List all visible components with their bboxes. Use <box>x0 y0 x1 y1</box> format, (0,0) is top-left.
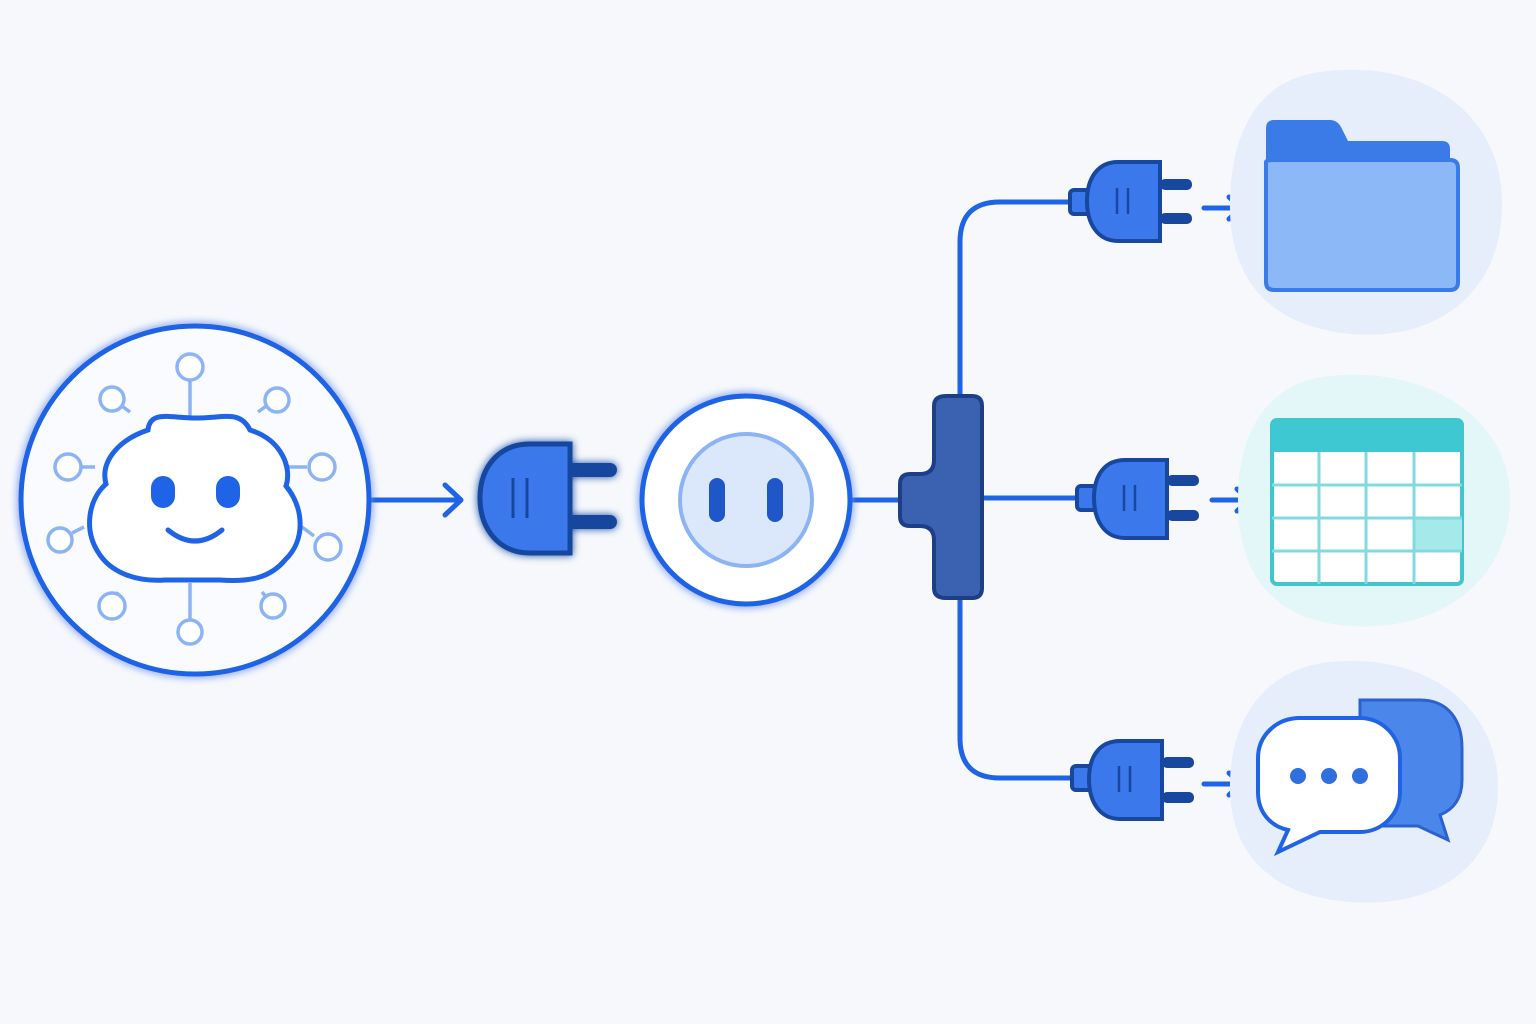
splitter-hub-icon <box>898 394 984 600</box>
arrow-right-icon <box>442 482 464 518</box>
socket-face <box>678 432 814 568</box>
folder-icon <box>1229 69 1503 335</box>
plug-prong-bottom <box>565 515 617 529</box>
socket-hole-left <box>709 478 725 522</box>
plug-body <box>477 441 573 556</box>
hub-to-plug-files-line <box>957 199 1075 401</box>
chat-bubbles-icon <box>1229 660 1499 903</box>
chat-bubble-front <box>1256 716 1402 857</box>
robot-agent-icon <box>18 323 372 677</box>
robot-head <box>87 413 303 583</box>
socket-hole-right <box>767 478 783 522</box>
robot-eye-right <box>216 476 240 508</box>
connection-lines <box>367 199 1083 781</box>
highlighted-cell <box>1414 518 1462 551</box>
plug-chat <box>1070 739 1194 821</box>
network-nodes <box>46 352 343 646</box>
power-socket-icon <box>639 393 853 607</box>
robot-eye-left <box>151 476 175 508</box>
plug-prong-top <box>565 463 617 477</box>
power-plug-icon <box>477 441 617 556</box>
plug-table <box>1075 458 1199 540</box>
robot-smile <box>165 527 225 544</box>
spreadsheet-icon <box>1238 374 1510 627</box>
plug-files <box>1068 160 1192 243</box>
hub-to-plug-chat-line <box>957 595 1075 781</box>
